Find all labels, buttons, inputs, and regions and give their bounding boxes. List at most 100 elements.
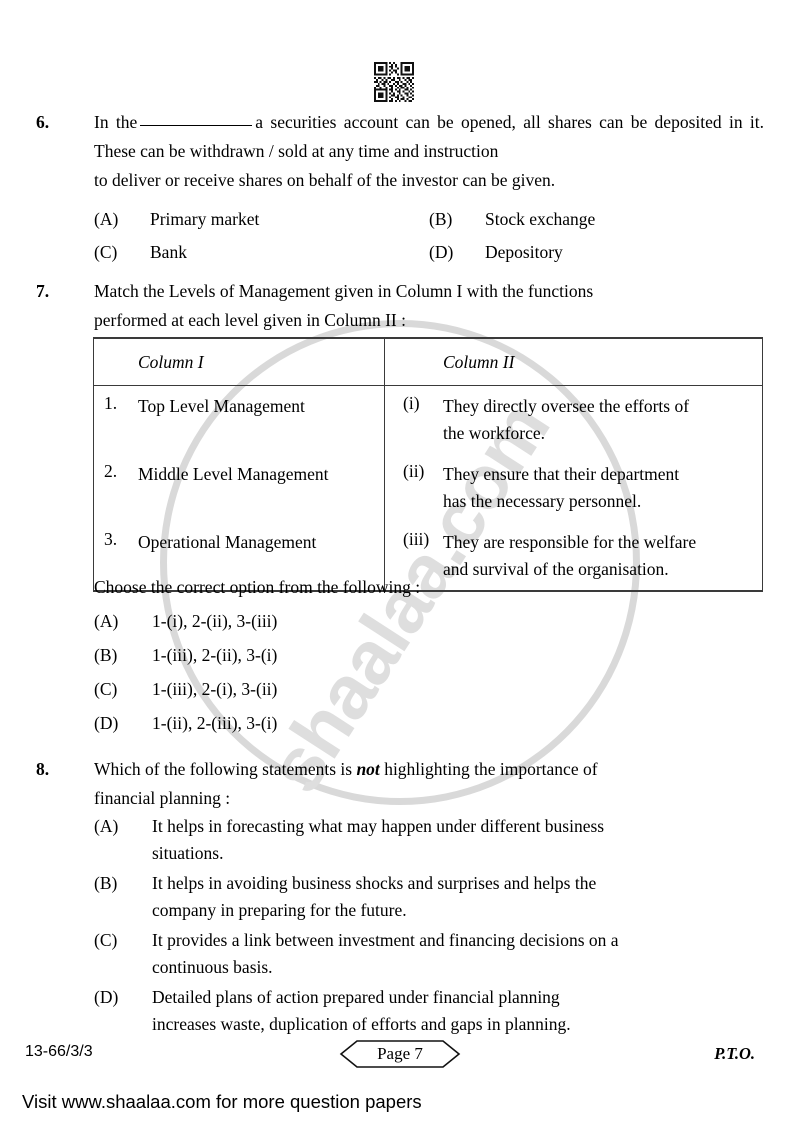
option-c-text: It provides a link between investment an… <box>152 930 619 950</box>
option-d-label: (D) <box>94 713 119 733</box>
option-a[interactable]: (A) Primary market <box>94 203 429 236</box>
question-6-stem-before-blank: In the <box>94 112 138 132</box>
option-c-label: (C) <box>94 242 118 262</box>
row-1-left-text: Top Level Management <box>138 396 305 416</box>
row-2-left-text: Middle Level Management <box>138 464 329 484</box>
option-b[interactable]: (B) Stock exchange <box>429 203 764 236</box>
option-d-text: Depository <box>485 242 563 262</box>
column-1-header-label: Column I <box>138 352 204 372</box>
option-b-text-wrap: It helps in avoiding business shocks and… <box>152 870 764 924</box>
question-7-stem-line1: Match the Levels of Management given in … <box>94 281 594 301</box>
option-row: (A) Primary market (B) Stock exchange <box>94 203 764 236</box>
table-row: 3. Operational Management (iii) They are… <box>93 522 763 591</box>
row-1-right-text: They directly oversee the efforts of <box>443 396 690 416</box>
option-d-text-wrap: Detailed plans of action prepared under … <box>152 984 764 1038</box>
question-7-stem: Match the Levels of Management given in … <box>94 277 764 335</box>
option-a[interactable]: (A) It helps in forecasting what may hap… <box>94 813 764 867</box>
question-7-lead-in: Choose the correct option from the follo… <box>94 577 421 597</box>
question-6-options: (A) Primary market (B) Stock exchange (C… <box>94 203 764 269</box>
option-a[interactable]: (A) 1-(i), 2-(ii), 3-(iii) <box>94 604 764 638</box>
row-3-left-text: Operational Management <box>138 532 317 552</box>
column-2-header-label: Column II <box>443 352 515 372</box>
row-3-right-text: They are responsible for the welfare <box>443 532 697 552</box>
row-2-right-text: They ensure that their department <box>443 464 680 484</box>
table-cell-left: 2. Middle Level Management <box>93 454 385 522</box>
question-8-number: 8. <box>36 759 50 779</box>
option-c[interactable]: (C) 1-(iii), 2-(i), 3-(ii) <box>94 672 764 706</box>
question-8: 8. Which of the following statements is … <box>36 755 764 1041</box>
question-8-stem-emphasis: not <box>356 759 380 779</box>
option-c-label: (C) <box>94 930 118 950</box>
paper-code: 13-66/3/3 <box>25 1043 93 1060</box>
option-a-text: 1-(i), 2-(ii), 3-(iii) <box>152 611 278 631</box>
option-b-text: It helps in avoiding business shocks and… <box>152 873 597 893</box>
table-cell-right: (i) They directly oversee the efforts of… <box>385 386 763 455</box>
row-1-right-text-wrap: They directly oversee the efforts of the… <box>443 393 756 447</box>
question-7: 7. Match the Levels of Management given … <box>36 277 764 335</box>
question-7-options: (A) 1-(i), 2-(ii), 3-(iii) (B) 1-(iii), … <box>94 604 764 740</box>
option-a-label: (A) <box>94 209 119 229</box>
option-c-text: Bank <box>150 242 187 262</box>
option-a-text: Primary market <box>150 209 260 229</box>
table-row: 1. Top Level Management (i) They directl… <box>93 385 763 455</box>
table-cell-left: 3. Operational Management <box>93 522 385 591</box>
row-1-right-text-tail: the workforce. <box>443 423 546 443</box>
option-b-text-tail: company in preparing for the future. <box>152 900 407 920</box>
question-6-number: 6. <box>36 112 50 132</box>
table-cell-left: 1. Top Level Management <box>93 385 385 454</box>
row-3-index: 3. <box>104 529 118 549</box>
option-b-text: Stock exchange <box>485 209 596 229</box>
row-1-index: 1. <box>104 393 118 413</box>
table-header-cell-column-1: Column I <box>93 338 385 386</box>
question-8-options: (A) It helps in forecasting what may hap… <box>94 813 764 1038</box>
row-2-index: 2. <box>104 461 118 481</box>
table-row: 2. Middle Level Management (ii) They ens… <box>93 454 763 522</box>
option-d-text: 1-(ii), 2-(iii), 3-(i) <box>152 713 278 733</box>
question-8-stem: Which of the following statements is not… <box>94 755 764 813</box>
row-3-right-text-tail: and survival of the organisation. <box>443 559 669 579</box>
option-d[interactable]: (D) Depository <box>429 236 764 269</box>
option-a-text-wrap: It helps in forecasting what may happen … <box>152 813 764 867</box>
question-6-stem-after-blank: a securities account can be opened, all … <box>94 112 764 161</box>
option-d[interactable]: (D) 1-(ii), 2-(iii), 3-(i) <box>94 706 764 740</box>
qr-code-icon <box>374 62 414 102</box>
question-7-number: 7. <box>36 281 50 301</box>
option-c[interactable]: (C) Bank <box>94 236 429 269</box>
option-d[interactable]: (D) Detailed plans of action prepared un… <box>94 984 764 1038</box>
match-columns-table: Column I Column II 1. Top Level Manageme… <box>93 337 763 592</box>
option-c-text-wrap: It provides a link between investment an… <box>152 927 764 981</box>
question-7-answer-block: Choose the correct option from the follo… <box>36 572 764 740</box>
option-d-label: (D) <box>429 242 454 262</box>
option-b-label: (B) <box>94 645 118 665</box>
option-b-label: (B) <box>429 209 453 229</box>
option-a-text-tail: situations. <box>152 843 224 863</box>
table-header-row: Column I Column II <box>93 338 763 386</box>
page-number-badge: Page 7 <box>339 1039 461 1069</box>
option-b-text: 1-(iii), 2-(ii), 3-(i) <box>152 645 278 665</box>
page-number-label: Page 7 <box>377 1044 423 1063</box>
row-3-right-text-wrap: They are responsible for the welfare and… <box>443 529 756 583</box>
option-row: (C) Bank (D) Depository <box>94 236 764 269</box>
visit-site-line: Visit www.shaalaa.com for more question … <box>22 1091 422 1112</box>
row-2-right-text-tail: has the necessary personnel. <box>443 491 642 511</box>
option-a-label: (A) <box>94 611 119 631</box>
row-1-right-index: (i) <box>403 393 420 413</box>
question-8-stem-last-line: financial planning : <box>94 788 231 808</box>
option-d-text-tail: increases waste, duplication of efforts … <box>152 1014 571 1034</box>
option-b[interactable]: (B) 1-(iii), 2-(ii), 3-(i) <box>94 638 764 672</box>
pto-label: P.T.O. <box>714 1044 755 1063</box>
table-cell-right: (iii) They are responsible for the welfa… <box>385 522 763 591</box>
option-b[interactable]: (B) It helps in avoiding business shocks… <box>94 870 764 924</box>
table-cell-right: (ii) They ensure that their department h… <box>385 454 763 522</box>
fill-in-blank <box>140 125 253 126</box>
option-c-text-tail: continuous basis. <box>152 957 273 977</box>
row-2-right-text-wrap: They ensure that their department has th… <box>443 461 756 515</box>
option-c[interactable]: (C) It provides a link between investmen… <box>94 927 764 981</box>
option-d-text: Detailed plans of action prepared under … <box>152 987 560 1007</box>
option-d-label: (D) <box>94 987 119 1007</box>
row-2-right-index: (ii) <box>403 461 425 481</box>
question-6-stem-last-line: to deliver or receive shares on behalf o… <box>94 170 556 190</box>
